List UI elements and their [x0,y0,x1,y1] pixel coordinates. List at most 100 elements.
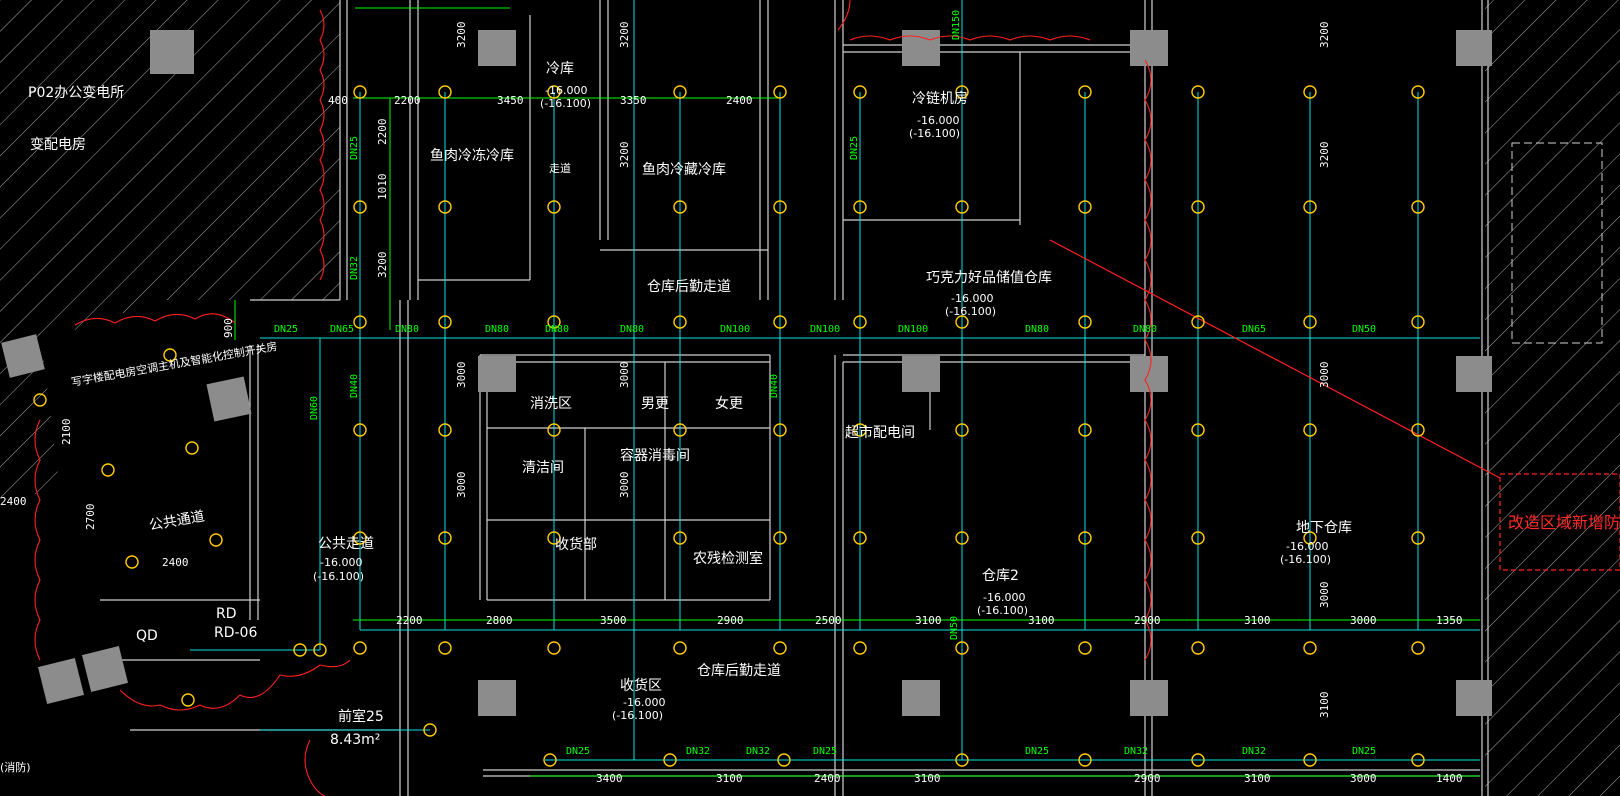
room-label: 鱼肉冷冻冷库 [430,147,514,164]
elevation-label: (-16.100) [540,97,591,110]
sprinkler-head [673,85,687,99]
sprinkler-head [773,85,787,99]
room-label: 仓库后勤走道 [697,663,781,679]
dimension-label: 1350 [1436,614,1463,627]
bottom-pipe-labels: DN25 DN32 DN32 DN25 DN25 DN32 DN32 DN25 [566,746,1376,757]
sprinkler-head [209,533,223,547]
sprinkler-head [438,85,452,99]
pipe-size-label: DN40 [769,374,780,398]
dimension-label: 2400 [162,556,189,569]
dimension-label: 2400 [814,772,841,785]
sprinkler-head [438,531,452,545]
sprinkler-head [353,531,367,545]
sprinkler-head [181,693,195,707]
sprinkler-head [673,531,687,545]
sprinkler-head [1411,315,1425,329]
room-label: 巧克力好品储值仓库 [926,270,1052,286]
sprinkler-head [1411,641,1425,655]
elevation-label: -16.000 [951,292,993,305]
sprinkler-head [1303,200,1317,214]
pipe-size-label: DN32 [1242,746,1266,757]
dashed-panel [1511,142,1603,344]
pipe-size-label: DN40 [349,374,360,398]
pipe-size-label: DN65 [1242,324,1266,335]
sprinkler-head [1191,423,1205,437]
walls [100,0,1489,796]
sprinkler-head [1303,641,1317,655]
pipe-size-label: DN50 [1352,324,1376,335]
sprinkler-head [955,753,969,767]
sprinkler-head [1078,200,1092,214]
dimension-label: 3100 [1028,614,1055,627]
room-label: 清洁间 [522,460,564,476]
sprinkler-head [955,200,969,214]
elevation-label: (-16.100) [313,570,364,583]
room-label: QD [136,628,158,644]
dimension-label: 2100 [60,419,73,446]
room-label: 容器消毒间 [620,447,690,464]
structural-columns [1,30,1492,716]
pipe-size-label: DN32 [686,746,710,757]
sprinkler-head [33,393,47,407]
elevation-label: (-16.100) [612,709,663,722]
elevation-label: (-16.100) [909,127,960,140]
room-label: 走道 [549,161,571,175]
sprinkler-head [547,531,561,545]
room-label: RD-06 [214,625,257,641]
dimension-label: 3000 [455,362,468,389]
dimension-label: 3100 [1244,772,1271,785]
sprinkler-head [547,423,561,437]
sprinkler-head [1078,423,1092,437]
pipe-size-label: DN100 [898,324,928,335]
sprinkler-head [1411,423,1425,437]
room-label: P02办公变电所 [28,85,124,101]
dimension-label: 3100 [1318,692,1331,719]
room-label: (消防) [0,760,31,774]
room-label: 收货区 [620,677,662,694]
sprinkler-head [663,753,677,767]
sprinkler-heads [33,85,1425,767]
sprinkler-head [163,348,177,362]
sprinkler-head [1078,641,1092,655]
sprinkler-head [547,315,561,329]
room-label: 前室25 [338,708,384,725]
note-text: 改造区域新增防火 [1508,513,1620,532]
dimension-label: 3200 [376,252,389,279]
room-label: 消洗区 [530,396,572,412]
sprinkler-head [543,753,557,767]
sprinkler-head [955,85,969,99]
dimension-label: 2700 [84,504,97,531]
elevation-label: -16.000 [917,114,959,127]
sprinkler-head [1078,753,1092,767]
sprinkler-head [673,315,687,329]
pipe-size-label: DN80 [1133,324,1157,335]
sprinkler-head [955,641,969,655]
elevation-label: -16.000 [623,696,665,709]
sprinkler-head [1411,753,1425,767]
room-label: 公共走道 [318,536,374,552]
sprinkler-head [1303,531,1317,545]
dimension-label: 900 [222,318,235,338]
room-label: 超市配电间 [845,424,915,441]
sprinkler-head [547,200,561,214]
sprinkler-head [773,200,787,214]
pipe-size-label: DN32 [746,746,770,757]
dimension-label: 3000 [1318,582,1331,609]
dimension-label: 3100 [914,772,941,785]
pipe-size-label: DN150 [951,10,962,40]
dimension-label: 3000 [1318,362,1331,389]
dimension-label: 3450 [497,94,524,107]
pipe-size-label: DN80 [485,324,509,335]
pipe-size-label: DN50 [949,616,960,640]
sprinkler-head [673,641,687,655]
pipe-size-label: DN100 [720,324,750,335]
sprinkler-head [353,641,367,655]
room-label: 女更 [715,395,743,412]
sprinkler-head [438,641,452,655]
sprinkler-head [1078,315,1092,329]
pipe-size-label: DN80 [620,324,644,335]
dimension-label: 3200 [1318,142,1331,169]
room-label: 变配电房 [30,137,86,153]
dimension-label: 2200 [394,94,421,107]
sprinkler-head [313,643,327,657]
